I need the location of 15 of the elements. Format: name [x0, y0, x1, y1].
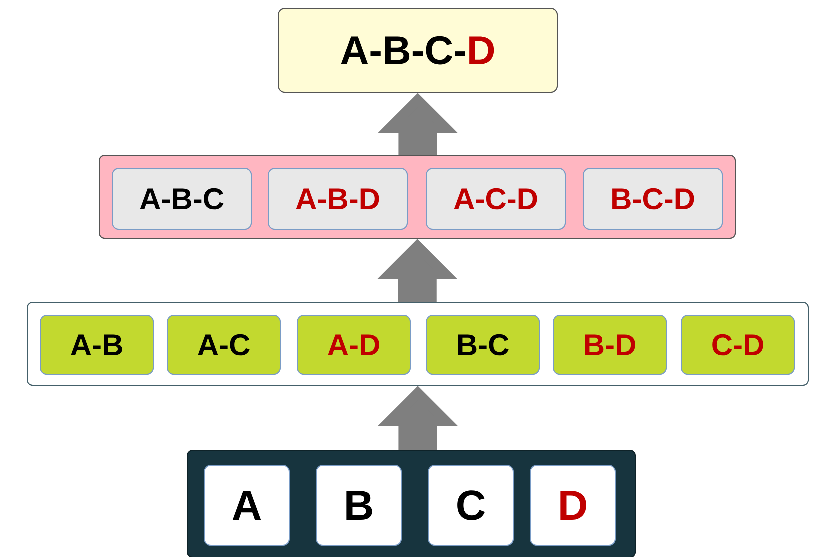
letter-box: A [204, 465, 290, 546]
combination-box: A-B-C [112, 168, 252, 230]
pair-box: A-C [167, 315, 282, 376]
letter-box: D [530, 465, 616, 546]
combination-box: B-C-D [583, 168, 724, 230]
combination-box: A-B-D [268, 168, 408, 230]
letter-box: B [316, 465, 402, 546]
pair-box: C-D [681, 315, 796, 376]
result-box: A-B-C-D [278, 8, 558, 94]
pair-box: A-B [40, 315, 154, 376]
letter-box: C [428, 465, 514, 546]
combination-box: A-C-D [426, 168, 566, 230]
pair-box: B-C [426, 315, 540, 376]
pair-box: B-D [553, 315, 668, 376]
pair-box: A-D [297, 315, 412, 376]
